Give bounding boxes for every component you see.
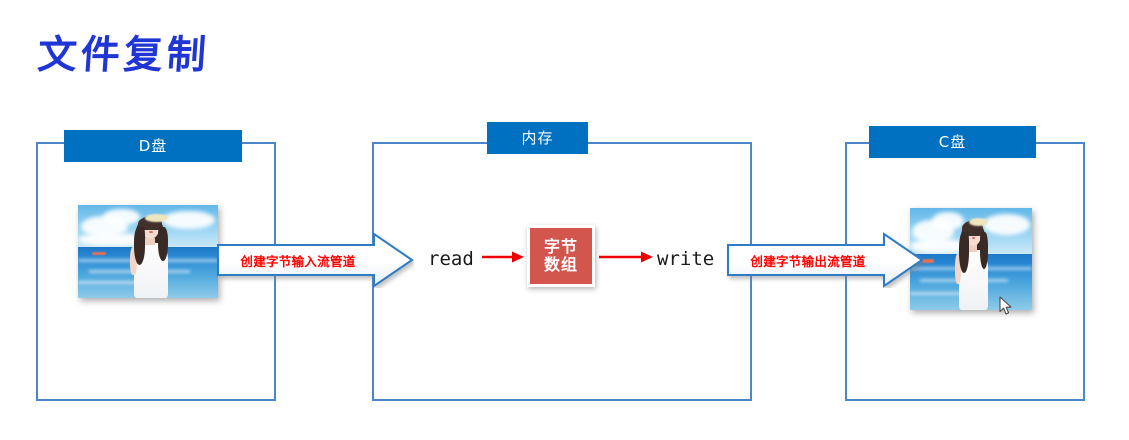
destination-drive-header: C盘	[869, 126, 1036, 158]
sea-glint	[910, 291, 984, 295]
figure-lip	[971, 236, 976, 240]
figure-neck	[968, 243, 978, 252]
cloud-icon	[983, 214, 1030, 235]
sea-glint	[78, 281, 162, 285]
block-arrow-icon	[217, 232, 414, 288]
cloud-icon	[78, 232, 146, 246]
output-stream-arrow: 创建字节输出流管道	[726, 232, 924, 288]
arrow-right-icon	[599, 251, 653, 263]
photo-artwork	[910, 208, 1032, 310]
source-photo-thumbnail[interactable]	[78, 205, 218, 298]
cloud-icon	[103, 208, 140, 226]
source-drive-header: D盘	[64, 130, 242, 162]
flower-crown-icon	[145, 214, 168, 222]
input-stream-arrow: 创建字节输入流管道	[216, 232, 414, 288]
cursor-arrow-icon	[999, 296, 1012, 315]
page-title: 文件复制	[36, 33, 212, 78]
figure-arm	[129, 246, 137, 275]
cloud-icon	[162, 210, 216, 230]
photo-artwork	[78, 205, 218, 298]
boat-icon	[922, 259, 935, 264]
figure-hair-side	[134, 227, 146, 265]
byte-array-line2: 数组	[543, 255, 578, 274]
boat-icon	[92, 251, 106, 256]
figure-hair-side	[958, 232, 969, 274]
block-arrow-icon	[727, 232, 924, 288]
buffer-to-write-arrow	[599, 250, 653, 264]
figure-lip	[148, 231, 153, 234]
cloud-icon	[931, 212, 964, 231]
figure-neck	[145, 237, 155, 245]
figure-hair-side	[979, 232, 989, 270]
read-label: read	[428, 248, 474, 270]
cloud-icon	[910, 238, 969, 253]
byte-array-line1: 字节	[543, 236, 578, 256]
destination-photo-thumbnail[interactable]	[910, 208, 1032, 310]
figure-hair-side	[157, 227, 168, 261]
figure-arm	[955, 253, 962, 285]
arrow-right-icon	[482, 251, 524, 263]
memory-header: 内存	[487, 122, 588, 154]
read-to-buffer-arrow	[482, 250, 524, 264]
write-label: write	[657, 248, 715, 270]
byte-array-buffer: 字节 数组	[527, 225, 595, 287]
mouse-cursor-icon	[999, 296, 1013, 316]
flower-crown-icon	[968, 218, 989, 227]
